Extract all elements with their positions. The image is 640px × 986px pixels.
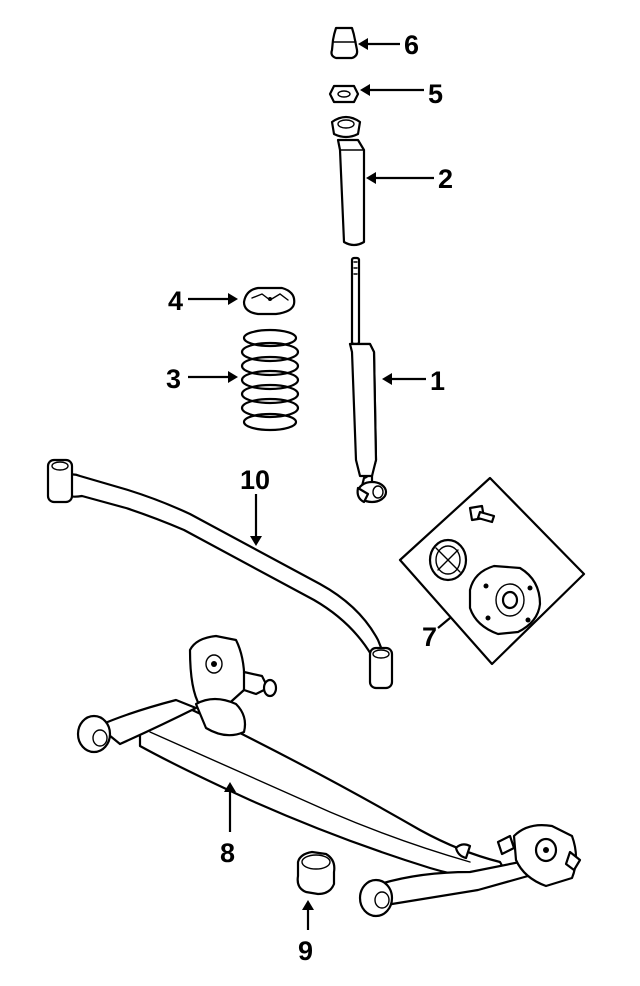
axle-beam-part-8	[76, 634, 582, 918]
svg-text:9: 9	[298, 936, 313, 966]
svg-text:8: 8	[220, 838, 235, 868]
svg-text:3: 3	[166, 364, 181, 394]
svg-text:6: 6	[404, 30, 419, 60]
callout-1: 1	[382, 366, 445, 396]
nut-part-5	[328, 84, 360, 104]
hub-bearing	[428, 538, 468, 582]
svg-text:5: 5	[428, 79, 443, 109]
svg-text:10: 10	[240, 465, 270, 495]
bump-stop-part-6	[330, 26, 359, 60]
callout-3: 3	[166, 364, 238, 394]
callout-10: 10	[240, 465, 270, 546]
callout-6: 6	[358, 30, 419, 60]
shock-absorber-part-1	[348, 256, 388, 504]
hub-kit-part-7	[398, 476, 586, 666]
svg-text:2: 2	[438, 164, 453, 194]
callout-9: 9	[298, 900, 314, 966]
lateral-rod-part-10	[46, 458, 394, 690]
callout-5: 5	[360, 79, 443, 109]
hub-assembly	[468, 564, 542, 636]
callout-4: 4	[168, 286, 238, 316]
callout-7: 7	[422, 617, 451, 652]
shock-upper-part-2	[330, 115, 366, 247]
coil-spring-part-3	[240, 328, 300, 432]
spring-insulator-part-4	[242, 286, 296, 316]
hub-bolt	[468, 504, 496, 524]
svg-text:1: 1	[430, 366, 445, 396]
svg-text:7: 7	[422, 622, 437, 652]
svg-text:4: 4	[168, 286, 183, 316]
callout-2: 2	[366, 164, 453, 194]
callout-8: 8	[220, 782, 236, 868]
bushing-part-9	[296, 850, 336, 896]
